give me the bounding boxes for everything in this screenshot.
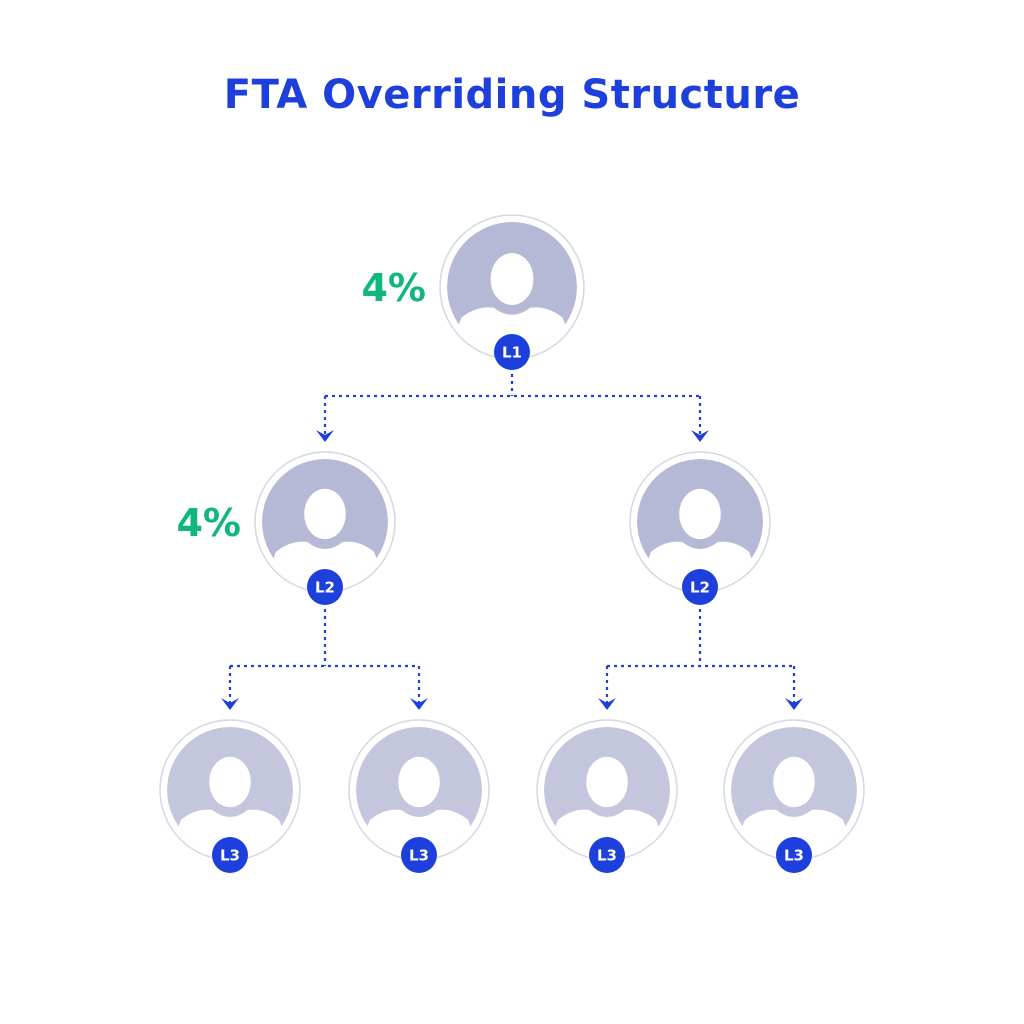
node-l3-1: L3 <box>159 719 301 873</box>
level-badge <box>776 837 812 873</box>
arrowhead-down-icon <box>410 698 428 710</box>
node-l1: L1 4% <box>361 214 585 370</box>
arrowhead-down-icon <box>221 698 239 710</box>
arrowhead-down-icon <box>316 430 334 442</box>
level-badge-label: L3 <box>220 847 240 865</box>
node-l2-right: L2 <box>629 451 771 605</box>
arrowhead-down-icon <box>785 698 803 710</box>
level-badge <box>589 837 625 873</box>
level-badge-label: L1 <box>502 344 522 362</box>
level-badge-label: L3 <box>409 847 429 865</box>
level-badge-label: L3 <box>597 847 617 865</box>
node-l3-4: L3 <box>723 719 865 873</box>
level-badge <box>401 837 437 873</box>
level-badge <box>682 569 718 605</box>
arrowhead-down-icon <box>691 430 709 442</box>
override-percent-label: 4% <box>176 501 241 545</box>
arrowhead-down-icon <box>598 698 616 710</box>
override-percent-label: 4% <box>361 266 426 310</box>
level-badge <box>494 334 530 370</box>
diagram-title: FTA Overriding Structure <box>223 72 801 118</box>
node-l2-left: L2 4% <box>176 451 396 605</box>
level-badge-label: L2 <box>315 579 335 597</box>
level-badge <box>307 569 343 605</box>
connectors <box>221 374 803 710</box>
node-l3-2: L3 <box>348 719 490 873</box>
node-l3-3: L3 <box>536 719 678 873</box>
level-badge <box>212 837 248 873</box>
level-badge-label: L3 <box>784 847 804 865</box>
level-badge-label: L2 <box>690 579 710 597</box>
